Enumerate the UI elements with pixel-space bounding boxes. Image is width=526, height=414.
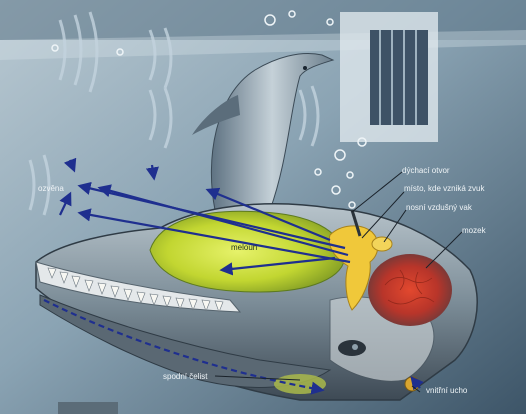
eye-highlight bbox=[352, 344, 358, 350]
floor-grate bbox=[58, 402, 118, 414]
nasal-air-sac bbox=[372, 237, 392, 251]
label-echo: ozvěna bbox=[38, 184, 64, 193]
label-sound-source: místo, kde vzniká zvuk bbox=[404, 184, 484, 193]
eye bbox=[338, 340, 366, 356]
viewing-window bbox=[370, 30, 428, 125]
jaw-fat-channel bbox=[274, 374, 326, 394]
brain bbox=[368, 254, 452, 326]
label-nasal-sac: nosní vzdušný vak bbox=[406, 203, 472, 212]
label-blowhole: dýchací otvor bbox=[402, 166, 450, 175]
label-lower-jaw: spodní čelist bbox=[163, 372, 207, 381]
label-melon: meloun bbox=[231, 243, 257, 252]
label-inner-ear: vnitřní ucho bbox=[426, 386, 467, 395]
label-brain: mozek bbox=[462, 226, 486, 235]
